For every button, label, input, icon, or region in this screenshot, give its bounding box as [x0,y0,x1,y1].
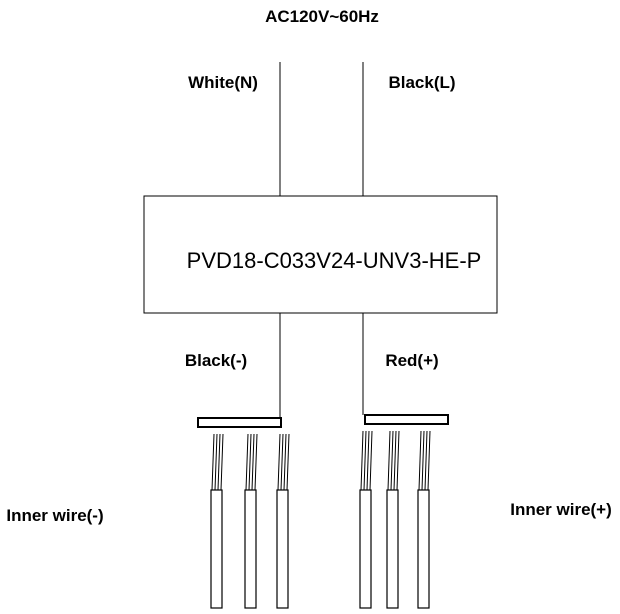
supply-label: AC120V~60Hz [265,7,379,26]
positive-inner-wire-1 [359,430,373,609]
positive-connector-bar [364,414,449,425]
line-wire-label: Black(L) [388,73,455,92]
inner-wire-negative-label: Inner wire(-) [6,506,103,525]
negative-inner-wire-2 [244,433,258,609]
negative-inner-wire-1 [210,433,224,609]
negative-inner-wire-3 [276,433,290,609]
negative-wire-label: Black(-) [185,351,247,370]
inner-wire-positive-label: Inner wire(+) [510,500,612,519]
neutral-wire-label: White(N) [188,73,258,92]
negative-connector-bar [197,417,282,428]
positive-wire-label: Red(+) [385,351,438,370]
driver-box [143,195,498,314]
positive-inner-wire-2 [386,430,400,609]
driver-model-label: PVD18-C033V24-UNV3-HE-P [187,248,482,273]
positive-inner-wire-3 [417,430,431,609]
